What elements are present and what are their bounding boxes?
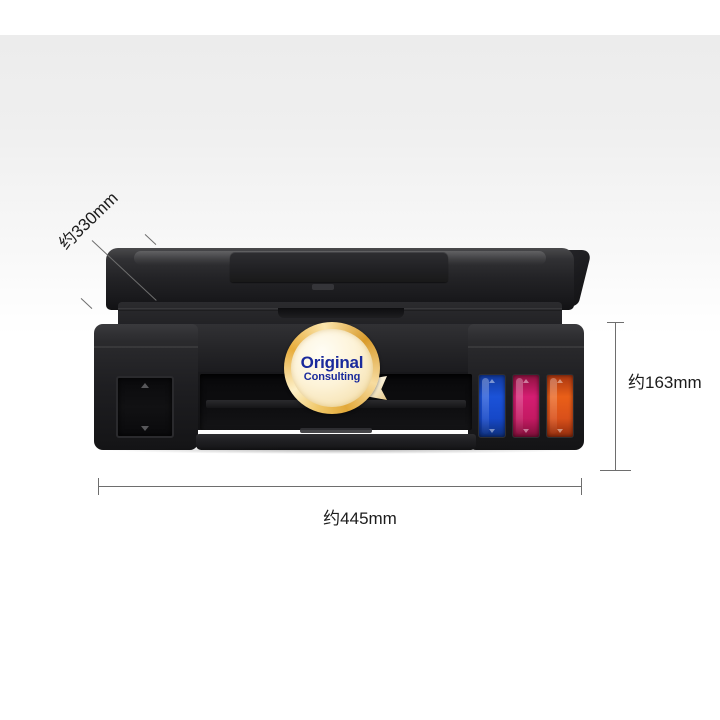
watermark-seal: Original Consulting <box>284 322 387 414</box>
brand-logo-emblem <box>312 284 334 290</box>
yellow-ink-tank-window <box>546 374 574 438</box>
width-dimension-label: 约445mm <box>323 509 397 528</box>
printer-base-shadow <box>108 446 570 454</box>
cyan-level-lower-marker-icon <box>489 429 495 433</box>
color-ink-tank-group <box>478 374 574 438</box>
ink-level-lower-marker-icon <box>141 426 149 431</box>
height-dimension-tick-bottom <box>600 470 631 471</box>
yellow-level-upper-marker-icon <box>557 379 563 383</box>
cyan-ink-tank-window <box>478 374 506 438</box>
black-ink-tank-window <box>116 376 174 438</box>
width-dimension-line <box>98 486 582 487</box>
height-dimension-line <box>615 322 616 471</box>
width-dimension-tick-left <box>98 478 99 495</box>
watermark-title: Original <box>300 352 364 372</box>
magenta-tank-gloss <box>516 378 523 434</box>
scanner-lid-panel <box>230 252 448 282</box>
magenta-ink-tank-window <box>512 374 540 438</box>
background-top-band <box>0 0 720 35</box>
magenta-level-lower-marker-icon <box>523 429 529 433</box>
height-dimension-tick-top <box>607 322 624 323</box>
scanner-lid-notch <box>278 308 404 318</box>
scanner-lid <box>106 248 574 310</box>
yellow-level-lower-marker-icon <box>557 429 563 433</box>
cyan-level-upper-marker-icon <box>489 379 495 383</box>
paper-tray-pull-tab <box>300 428 372 433</box>
width-dimension-tick-right <box>581 478 582 495</box>
black-tank-seam-line <box>94 346 198 348</box>
watermark-subtitle: Consulting <box>303 370 361 383</box>
magenta-level-upper-marker-icon <box>523 379 529 383</box>
color-tank-seam-line <box>468 346 584 348</box>
cyan-tank-gloss <box>482 378 489 434</box>
yellow-tank-gloss <box>550 378 557 434</box>
ink-level-upper-marker-icon <box>141 383 149 388</box>
paper-output-tray-lip <box>196 434 476 450</box>
height-dimension-label: 约163mm <box>628 373 702 392</box>
watermark-face: Original Consulting <box>291 329 373 407</box>
